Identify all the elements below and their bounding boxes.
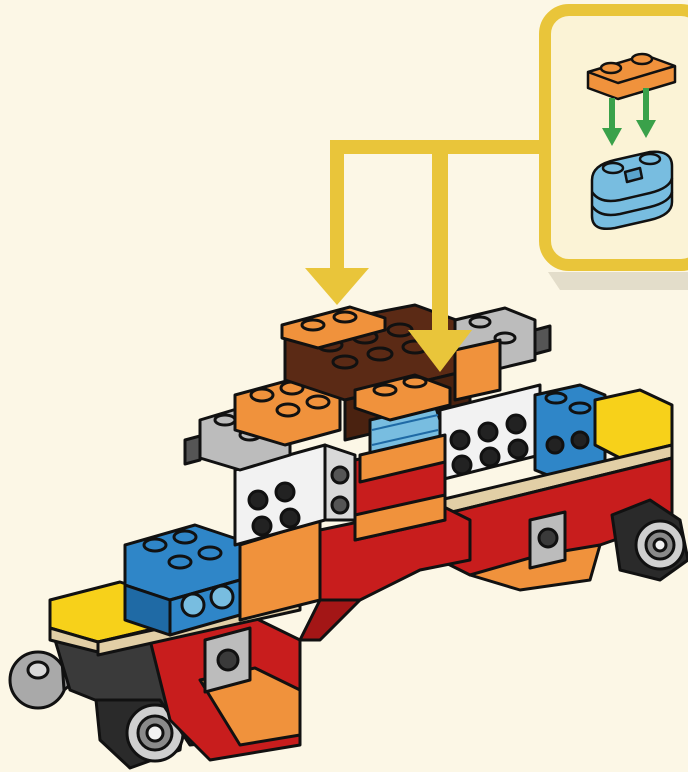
sub-assembly-callout [545, 10, 688, 290]
placement-arrow-icon [305, 268, 369, 305]
arrow-connector [330, 140, 560, 330]
blue-brick-left [125, 525, 240, 635]
brick-model [10, 305, 688, 768]
light-blue-stack-icon [592, 152, 672, 229]
orange-brick-right [455, 340, 500, 400]
right-wheel [612, 500, 688, 580]
